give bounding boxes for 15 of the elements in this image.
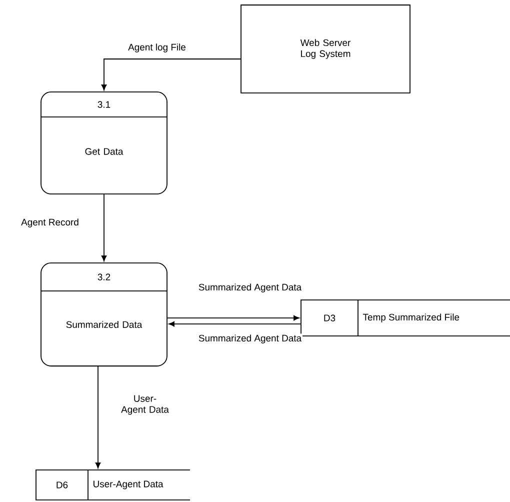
data-store: D3 Temp Summarized File — [300, 300, 510, 336]
process-box: 3.1 Get Data — [40, 92, 168, 194]
external-entity-box: Web Server Log System — [240, 4, 410, 94]
arrow — [101, 58, 241, 90]
edge-label: User-Agent Data — [121, 395, 169, 415]
data-store: D6 User-Agent Data — [36, 470, 190, 500]
edge-label: Summarized Agent Data — [198, 284, 302, 292]
arrow — [95, 366, 101, 468]
edge-label: Agent log File — [128, 44, 186, 52]
edge-label: Agent Record — [21, 218, 78, 228]
arrow — [168, 321, 301, 327]
arrow — [167, 315, 300, 321]
process-box: 3.2 Summarized Data — [40, 262, 168, 366]
arrow — [101, 194, 107, 262]
edge-label: Summarized Agent Data — [198, 334, 302, 344]
